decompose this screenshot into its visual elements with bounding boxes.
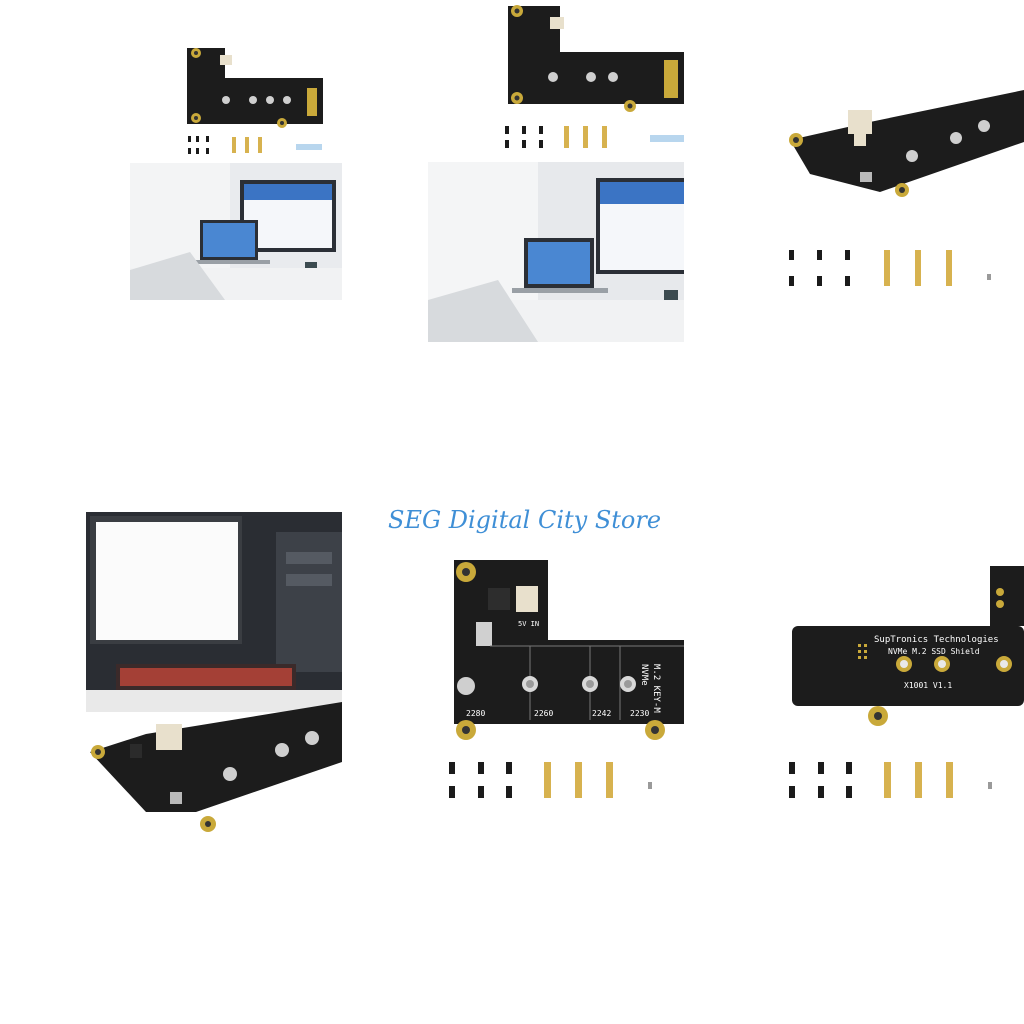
accessory-screws [188,136,209,154]
brass-standoffs [544,762,613,798]
accessory-screws [789,250,850,286]
small-screw [648,782,652,789]
rear-brand-label: SupTronics Technologies [874,635,999,645]
slot-label-2260: 2260 [534,709,553,718]
slot-label-2242: 2242 [592,709,611,718]
brass-standoffs [564,126,607,148]
slot-label-2230: 2230 [630,709,649,718]
accessory-screws [505,126,543,148]
ribbon-cable [296,144,322,150]
brass-standoffs [884,250,952,286]
pcb-board [508,5,684,112]
product-photo-1 [130,40,342,300]
product-photo-3 [770,80,1024,300]
ribbon-cable [650,135,684,142]
accessory-screws [789,762,852,798]
product-photo-2 [428,0,684,342]
pcb-board [187,48,323,128]
small-screw [987,274,991,280]
nvme-label: NVMe [639,664,649,686]
product-photo-4 [86,512,342,840]
key-label: M.2 KEY-M [651,664,661,713]
brass-standoffs [884,762,953,798]
product-photo-5: 2280 2260 2242 2230 5V IN M.2 KEY-M NVMe [430,560,684,806]
pcb-board-front: 2280 2260 2242 2230 5V IN M.2 KEY-M NVMe [454,560,684,740]
pcb-board-rear: SupTronics Technologies NVMe M.2 SSD Shi… [792,566,1024,726]
power-label: 5V IN [518,620,539,628]
small-screw [988,782,992,789]
store-name: SEG Digital City Store [388,506,662,534]
desk-photo [428,162,684,342]
rear-title-label: NVMe M.2 SSD Shield [888,647,980,656]
pcb-board-angled [86,702,342,840]
desk-photo [130,163,342,300]
product-photo-6: SupTronics Technologies NVMe M.2 SSD Shi… [770,560,1024,806]
accessory-screws [449,762,512,798]
slot-label-2280: 2280 [466,709,485,718]
rear-model-label: X1001 V1.1 [904,681,952,690]
monitor-scene [86,512,342,730]
pcb-board-angled [789,90,1024,197]
brass-standoffs [232,137,262,153]
